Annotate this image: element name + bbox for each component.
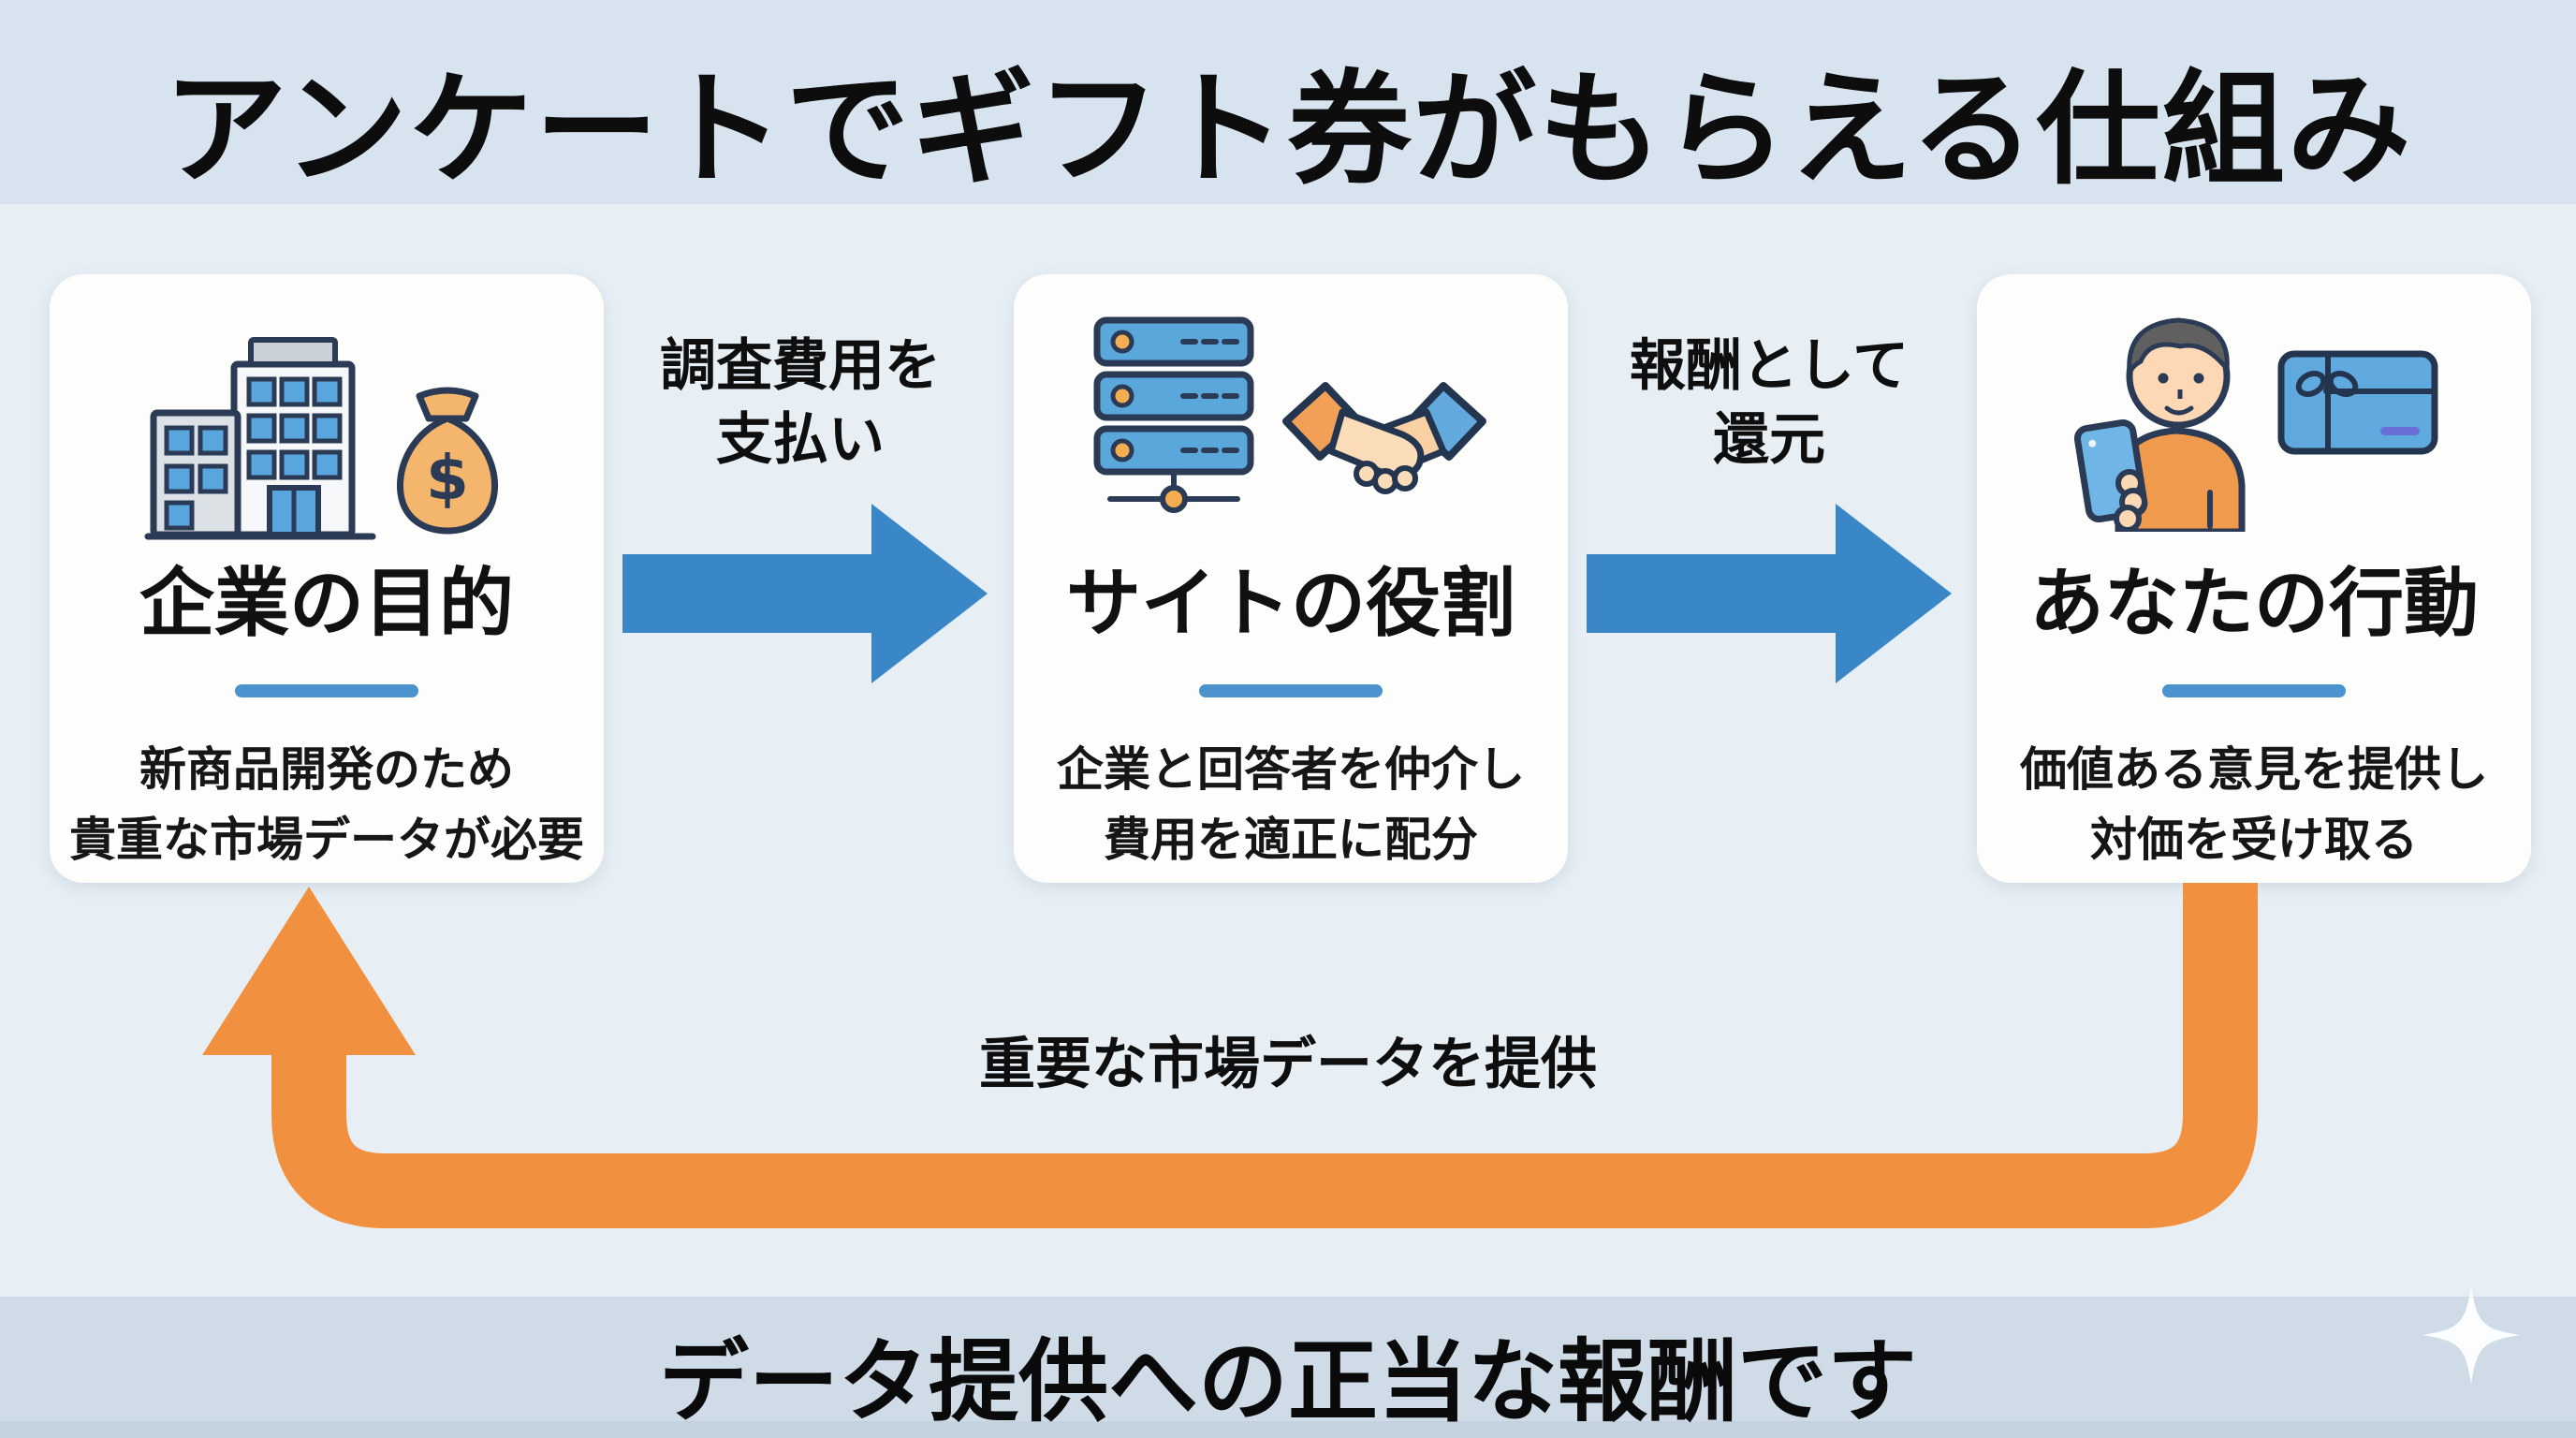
card-company-desc: 新商品開発のため 貴重な市場データが必要 [50, 735, 604, 875]
svg-text:$: $ [426, 442, 469, 514]
card-company-purpose: $ 企業の目的 新商品開発のため 貴重な市場データが必要 [50, 274, 604, 883]
card-action-title: あなたの行動 [2029, 560, 2479, 647]
card-action-iconzone [1977, 299, 2531, 542]
card-site-role: サイトの役割 企業と回答者を仲介し 費用を適正に配分 [1014, 274, 1568, 883]
card-action-desc: 価値ある意見を提供し 対価を受け取る [1977, 735, 2531, 875]
card-action-divider [2162, 684, 2346, 697]
flow-label-pay-cost-line2: 支払い [716, 407, 885, 474]
right-arrow-icon [622, 504, 988, 683]
card-site-desc-line1: 企業と回答者を仲介し [1057, 742, 1525, 797]
footer-band [0, 1297, 2576, 1438]
flow-label-pay-cost-line1: 調査費用を [660, 333, 941, 399]
footer-caption: データ提供への正当な報酬です [659, 1329, 1917, 1434]
card-site-title: サイトの役割 [1066, 560, 1515, 647]
flow-label-pay-cost: 調査費用を 支払い [566, 330, 1034, 477]
gift-card-icon [2277, 350, 2438, 455]
handshake-icon [1282, 382, 1486, 494]
flow-label-reward-return: 報酬として 還元 [1535, 330, 2003, 477]
title-band [0, 0, 2576, 204]
card-company-desc-line2: 貴重な市場データが必要 [69, 813, 584, 867]
page-title: アンケートでギフト券がもらえる仕組み [163, 58, 2413, 202]
card-action-desc-line2: 対価を受け取る [2090, 813, 2418, 867]
card-your-action: あなたの行動 価値ある意見を提供し 対価を受け取る [1977, 274, 2531, 883]
card-site-desc-line2: 費用を適正に配分 [1104, 813, 1478, 867]
sparkle-icon [2422, 1286, 2520, 1384]
card-site-divider [1199, 684, 1383, 697]
card-site-desc: 企業と回答者を仲介し 費用を適正に配分 [1014, 735, 1568, 875]
loop-up-arrow-icon [202, 883, 2258, 1228]
footer-edge-strip [0, 1421, 2576, 1438]
card-company-desc-line1: 新商品開発のため [139, 742, 514, 797]
money-bag-icon: $ [396, 387, 499, 535]
card-company-title: 企業の目的 [139, 560, 514, 647]
card-site-iconzone [1014, 299, 1568, 542]
person-phone-icon [2073, 317, 2246, 532]
card-action-desc-line1: 価値ある意見を提供し [2020, 742, 2488, 797]
card-company-divider [235, 684, 418, 697]
card-company-iconzone: $ [50, 299, 604, 542]
flow-label-reward-return-line1: 報酬として [1629, 333, 1910, 399]
return-arrow-label: 重要な市場データを提供 [979, 1032, 1597, 1097]
right-arrow-icon [1587, 504, 1952, 683]
server-icon [1093, 316, 1254, 513]
building-icon [144, 337, 376, 540]
flow-label-reward-return-line2: 還元 [1713, 407, 1825, 474]
